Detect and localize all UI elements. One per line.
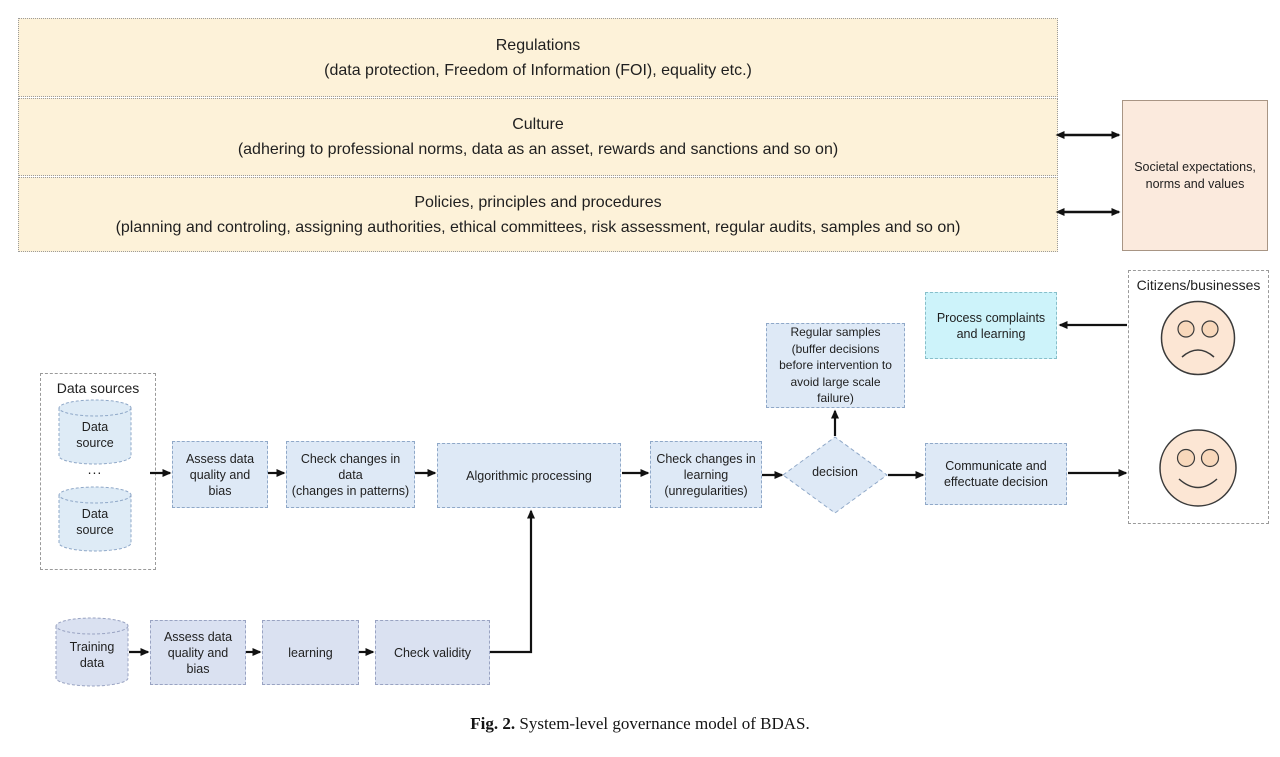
- arrow-validity-algorithmic: [490, 509, 535, 654]
- communicate-decision-box: Communicate and effectuate decision: [925, 443, 1067, 505]
- sad-face-icon: [1160, 300, 1236, 381]
- cylinder-icon: [55, 617, 129, 687]
- band-policies-subtitle: (planning and controling, assigning auth…: [115, 218, 961, 236]
- band-regulations-title: Regulations: [495, 36, 581, 54]
- training-data-label: Training data: [69, 640, 115, 670]
- data-source-label: Data source: [76, 507, 114, 537]
- training-data-cylinder: Training data: [55, 617, 129, 687]
- cylinder-icon: [58, 399, 132, 465]
- caption-prefix: Fig. 2.: [470, 714, 516, 733]
- data-source-label: Data source: [76, 420, 114, 450]
- data-source-cylinder-bottom: Data source: [58, 486, 132, 552]
- band-culture-subtitle: (adhering to professional norms, data as…: [237, 141, 839, 158]
- check-changes-data-box: Check changes in data (changes in patter…: [286, 441, 415, 508]
- learning-box: learning: [262, 620, 359, 685]
- ellipsis-text: ...: [87, 461, 103, 477]
- band-regulations: Regulations (data protection, Freedom of…: [18, 18, 1058, 97]
- assess-data-quality-training-box: Assess data quality and bias: [150, 620, 246, 685]
- algorithmic-processing-box: Algorithmic processing: [437, 443, 621, 508]
- band-regulations-subtitle: (data protection, Freedom of Information…: [324, 61, 752, 79]
- check-validity-box: Check validity: [375, 620, 490, 685]
- citizens-label: Citizens/businesses: [1136, 277, 1261, 293]
- figure-caption: Fig. 2. System-level governance model of…: [0, 714, 1280, 734]
- decision-diamond-label: decision: [812, 465, 858, 479]
- check-changes-learning-box: Check changes in learning (unregularitie…: [650, 441, 762, 508]
- process-complaints-box: Process complaints and learning: [925, 292, 1057, 359]
- caption-text: System-level governance model of BDAS.: [515, 714, 810, 733]
- data-source-cylinder-top: Data source: [58, 399, 132, 465]
- band-culture-title: Culture: [512, 116, 564, 133]
- regular-samples-box: Regular samples (buffer decisions before…: [766, 323, 905, 408]
- band-policies-title: Policies, principles and procedures: [414, 193, 662, 211]
- band-culture: Culture (adhering to professional norms,…: [18, 98, 1058, 176]
- assess-data-quality-box: Assess data quality and bias: [172, 441, 268, 508]
- data-sources-label: Data sources: [56, 380, 140, 396]
- cylinder-icon: [58, 486, 132, 552]
- band-policies: Policies, principles and procedures (pla…: [18, 177, 1058, 252]
- societal-expectations-box: Societal expectations, norms and values: [1122, 100, 1268, 251]
- happy-face-icon: [1158, 428, 1238, 513]
